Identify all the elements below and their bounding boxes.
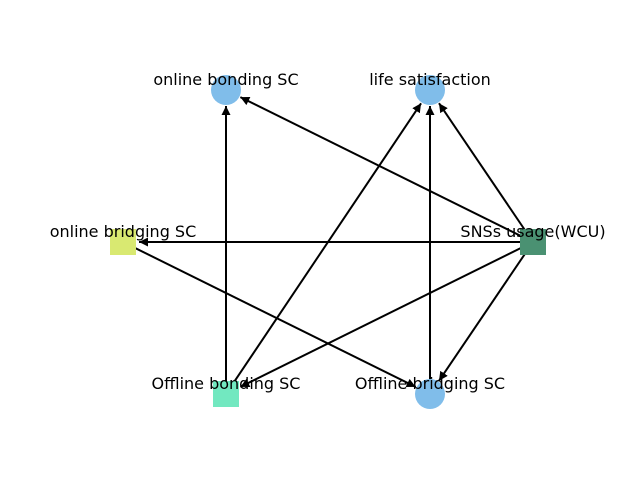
nodes (110, 75, 546, 409)
edge-snss-to-bonding_offline (239, 241, 534, 388)
node-snss (520, 229, 546, 255)
node-life (415, 75, 445, 105)
node-labels: SNSs usage(WCU) online bonding SC life sat… (50, 70, 606, 393)
edge-bridging_online-to-bridging_offline (122, 241, 417, 388)
node-bridging_online (110, 229, 136, 255)
node-label-bonding_online: online bonding SC (153, 70, 298, 89)
edges (122, 96, 534, 395)
node-bridging_offline (415, 379, 445, 409)
node-bonding_offline (213, 381, 239, 407)
node-label-bridging_offline: Offline bridging SC (355, 374, 505, 393)
node-label-bonding_offline: Offline bonding SC (152, 374, 301, 393)
edge-snss-to-life (438, 102, 534, 243)
node-label-snss: SNSs usage(WCU) (460, 222, 605, 241)
node-label-bridging_online: online bridging SC (50, 222, 197, 241)
edge-snss-to-bridging_offline (438, 241, 534, 382)
node-label-life: life satisfaction (369, 70, 491, 89)
edge-bonding_offline-to-life (225, 102, 422, 395)
edge-snss-to-bonding_online (239, 96, 534, 243)
node-bonding_online (211, 75, 241, 105)
